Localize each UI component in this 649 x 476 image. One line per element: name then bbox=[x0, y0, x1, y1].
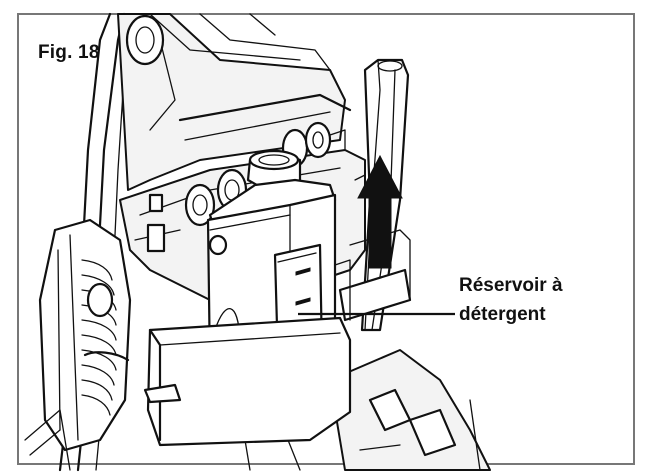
callout-label-line2: détergent bbox=[459, 304, 546, 325]
callout-label-line1: Réservoir à bbox=[459, 275, 563, 296]
figure-border bbox=[17, 13, 635, 465]
tank-holder-tray bbox=[143, 229, 412, 447]
figure-label: Fig. 18 bbox=[38, 42, 100, 63]
up-arrow-icon bbox=[357, 154, 403, 269]
